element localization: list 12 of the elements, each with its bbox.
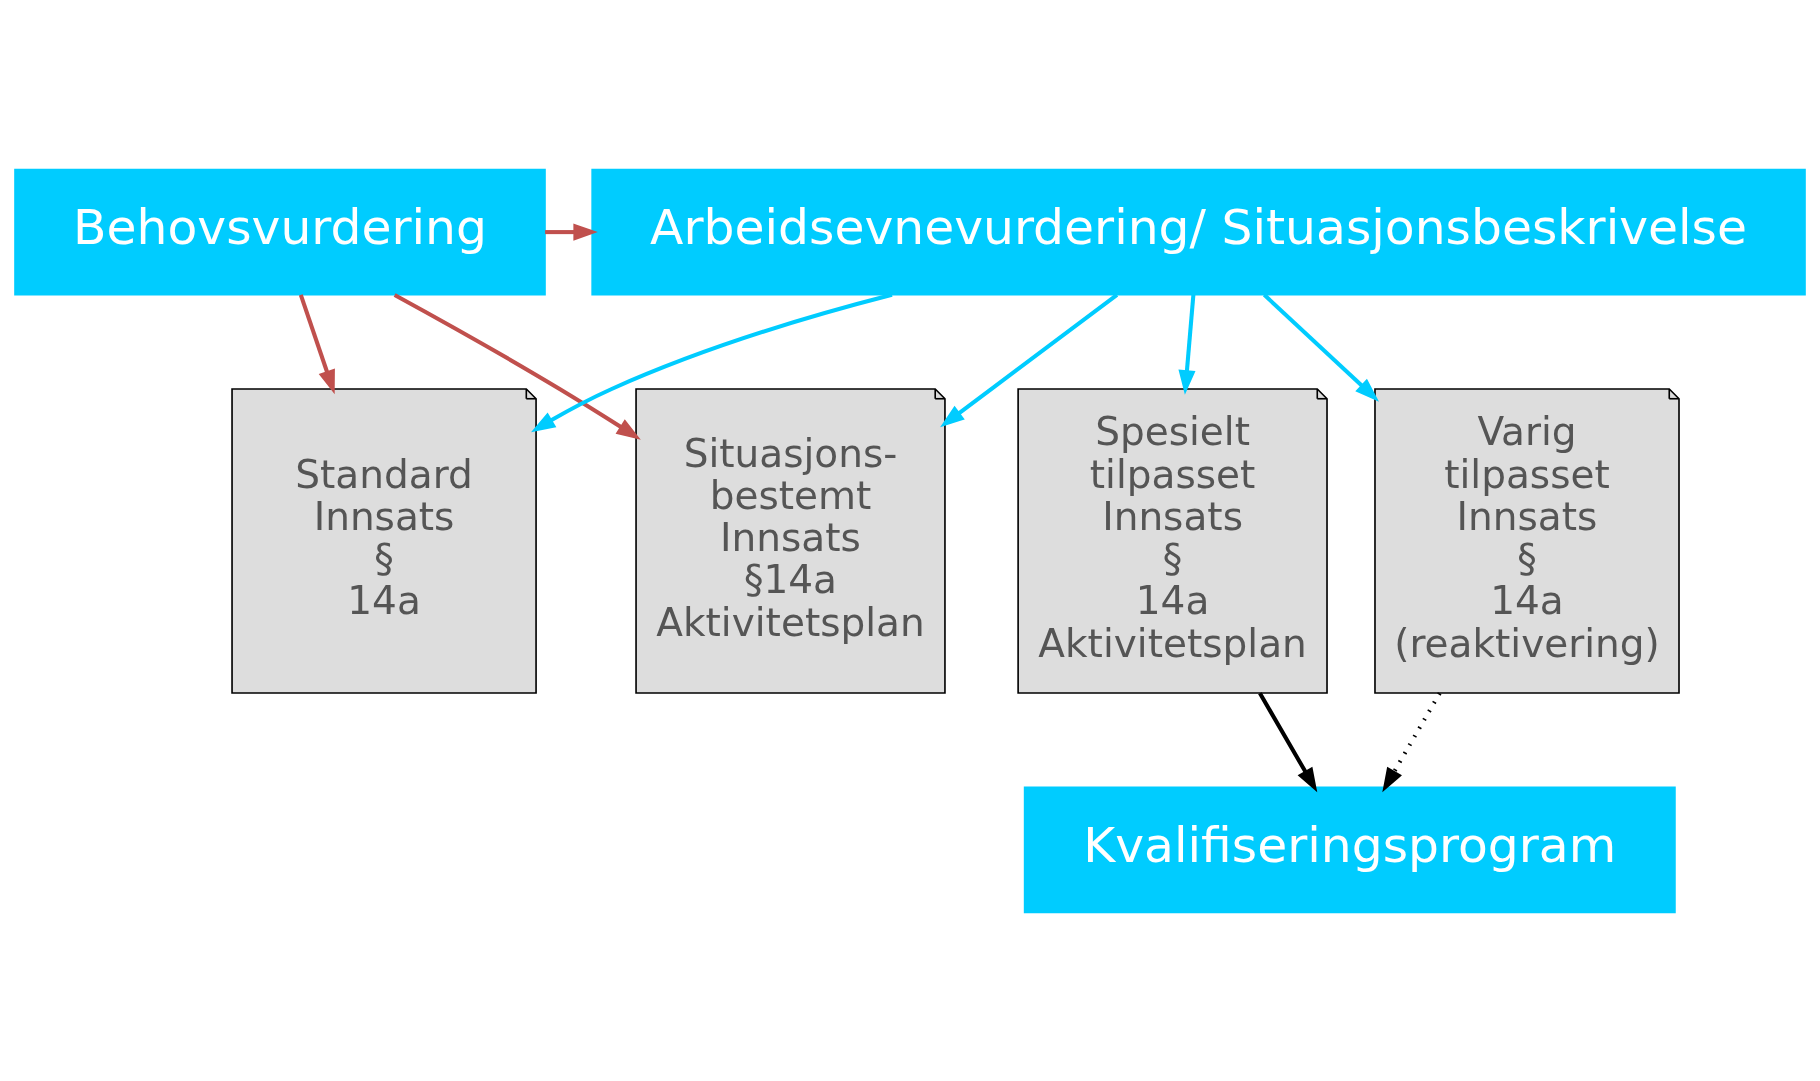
node-box: Kvalifiseringsprogram [1023,786,1676,913]
arrow [531,292,893,432]
arrow [1178,294,1196,395]
arrow [1258,691,1318,792]
arrow [940,292,1119,427]
arrow [1262,292,1379,402]
arrow [1382,691,1442,792]
node-box: Arbeidsevnevurdering/ Situasjonsbeskrivelse [591,168,1806,295]
arrow [545,223,598,241]
arrow [298,293,335,394]
arrow [393,292,641,440]
node-box: Behovsvurdering [14,168,546,295]
